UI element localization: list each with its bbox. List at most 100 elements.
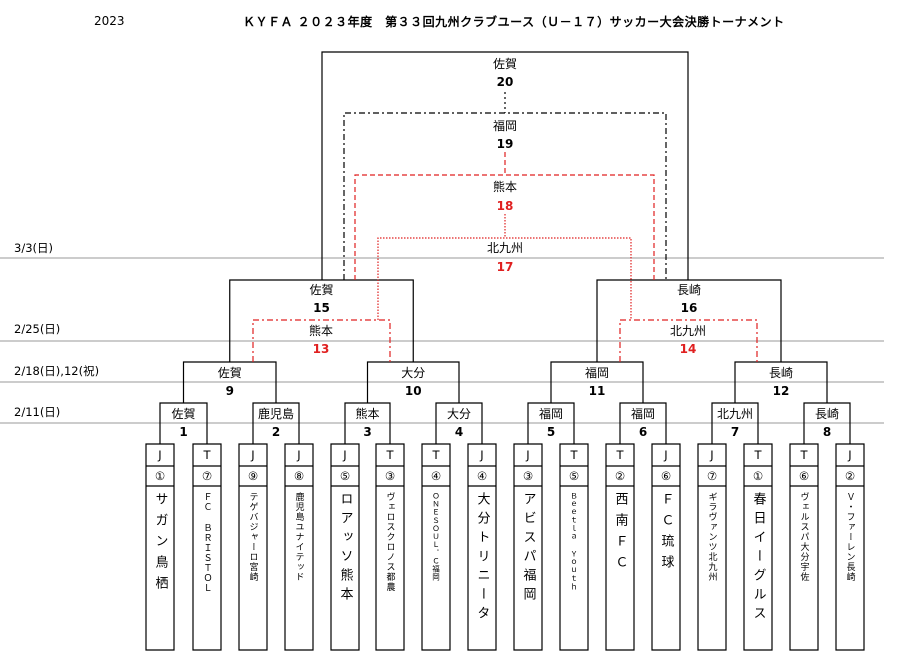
- team-league-code: T: [386, 448, 394, 462]
- team-seed-number: ⑧: [293, 469, 305, 483]
- team-box-frame: [835, 443, 865, 651]
- match-14-bracket: [619, 319, 758, 362]
- match-13-bracket: [252, 319, 391, 362]
- team-seed-number: ⑨: [247, 469, 259, 483]
- match-number: 17: [496, 260, 514, 274]
- match-venue-label: 鹿児島: [257, 407, 294, 421]
- year-label: 2023: [94, 14, 125, 28]
- team-box-frame: [467, 443, 497, 651]
- round-date-round1: 2/11(日): [14, 405, 61, 419]
- team-seed-number: ②: [614, 469, 626, 483]
- team-league-code: T: [432, 448, 440, 462]
- team-name: ヴェロスクロノス都農: [384, 492, 395, 592]
- match-venue-label: 福岡: [584, 366, 609, 380]
- team-name: 西南ＦＣ: [612, 492, 628, 576]
- match-number: 19: [496, 137, 514, 151]
- match-number: 15: [313, 301, 330, 315]
- match-number: 12: [772, 384, 790, 398]
- team-name: ギラヴァンツ北九州: [706, 492, 717, 582]
- team-seed-number: ③: [522, 469, 534, 483]
- match-number: 11: [588, 384, 606, 398]
- match-number: 18: [496, 199, 514, 213]
- team-seed-number: ①: [752, 469, 764, 483]
- team-seed-number: ⑤: [339, 469, 351, 483]
- match-venue-label: 長崎: [676, 283, 701, 297]
- match-number: 4: [454, 425, 464, 439]
- team-seed-number: ④: [430, 469, 442, 483]
- match-venue-label: 大分: [446, 407, 471, 421]
- match-venue-label: 佐賀: [309, 283, 334, 297]
- match-number: 1: [179, 425, 188, 439]
- team-league-code: T: [616, 448, 624, 462]
- match-venue-label: 福岡: [492, 119, 517, 133]
- team-name: ＦＣ ＢＲＩＳＴＯＬ: [201, 492, 212, 593]
- match-venue-label: 熊本: [308, 324, 333, 338]
- team-name: 鹿児島ユナイテッド: [293, 492, 304, 582]
- team-seed-number: ④: [476, 469, 488, 483]
- match-number: 5: [546, 425, 556, 439]
- round-date-semifinal: 2/25(日): [14, 322, 61, 336]
- team-box-frame: [284, 443, 314, 651]
- team-seed-number: ⑤: [568, 469, 580, 483]
- team-seed-number: ②: [844, 469, 856, 483]
- team-box-frame: [238, 443, 268, 651]
- team-name: ロアッソ熊本: [337, 492, 353, 606]
- team-name: 大分トリニータ: [474, 492, 490, 625]
- team-league-code: J: [343, 448, 347, 462]
- team-name: Ｖ・ファーレン長崎: [844, 492, 855, 582]
- team-league-code: J: [526, 448, 530, 462]
- team-league-code: J: [297, 448, 301, 462]
- team-league-code: J: [158, 448, 162, 462]
- match-venue-label: 長崎: [814, 407, 839, 421]
- team-league-code: J: [710, 448, 714, 462]
- match-18-bracket: [354, 174, 655, 280]
- team-seed-number: ⑥: [798, 469, 810, 483]
- match-venue-label: 福岡: [630, 407, 655, 421]
- match-number: 2: [271, 425, 281, 439]
- match-venue-label: 佐賀: [217, 366, 242, 380]
- match-venue-label: 熊本: [492, 180, 517, 194]
- match-number: 6: [638, 425, 648, 439]
- match-venue-label: 熊本: [355, 407, 380, 421]
- team-box-frame: [789, 443, 819, 651]
- team-name: テゲバジャーロ宮崎: [247, 492, 258, 582]
- team-box-frame: [651, 443, 681, 651]
- team-box-frame: [559, 443, 589, 651]
- match-venue-label: 佐賀: [492, 57, 517, 71]
- team-box-frame: [421, 443, 451, 651]
- team-name: アビスパ福岡: [520, 492, 536, 606]
- match-number: 9: [225, 384, 234, 398]
- match-venue-label: 佐賀: [171, 407, 196, 421]
- team-seed-number: ⑦: [201, 469, 213, 483]
- match-venue-label: 大分: [401, 366, 426, 380]
- team-league-code: J: [664, 448, 668, 462]
- team-league-code: J: [480, 448, 484, 462]
- team-league-code: T: [570, 448, 578, 462]
- team-league-code: T: [203, 448, 211, 462]
- round-date-round2: 2/18(日),12(祝): [14, 364, 100, 378]
- match-venue-label: 福岡: [538, 407, 563, 421]
- team-name: サガン鳥栖: [152, 492, 168, 597]
- team-name: ヴェルスパ大分宇佐: [798, 492, 809, 582]
- team-seed-number: ⑦: [706, 469, 718, 483]
- team-box-frame: [513, 443, 543, 651]
- match-number: 8: [822, 425, 832, 439]
- team-seed-number: ⑥: [660, 469, 672, 483]
- match-number: 16: [680, 301, 698, 315]
- match-venue-label: 北九州: [669, 324, 706, 338]
- page-title: ＫＹＦＡ ２０２３年度 第３３回九州クラブユース（Ｕ－１７）サッカー大会決勝トー…: [243, 15, 785, 29]
- match-number: 20: [496, 75, 514, 89]
- match-17-bracket: [377, 237, 632, 320]
- team-name: ＦＣ琉球: [658, 492, 674, 576]
- match-number: 3: [363, 425, 372, 439]
- match-venue-label: 北九州: [716, 407, 753, 421]
- team-box-frame: [330, 443, 360, 651]
- match-venue-label: 北九州: [486, 241, 523, 255]
- team-seed-number: ③: [384, 469, 396, 483]
- round-date-final: 3/3(日): [14, 241, 53, 255]
- match-venue-label: 長崎: [768, 366, 793, 380]
- match-number: 7: [730, 425, 740, 439]
- team-box-frame: [743, 443, 773, 651]
- team-box-frame: [605, 443, 635, 651]
